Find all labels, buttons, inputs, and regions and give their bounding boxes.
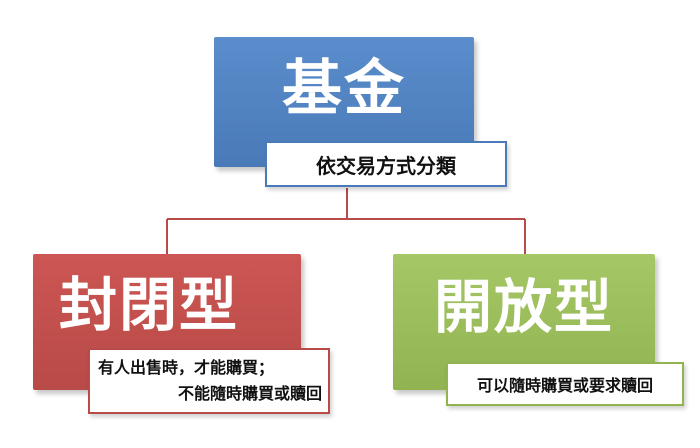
open-end-note-box: 可以隨時購買或要求贖回 [446,362,684,406]
open-end-title: 開放型 [433,273,614,341]
root-note-text: 依交易方式分類 [316,153,456,178]
open-end-note-line-1: 可以隨時購買或要求贖回 [476,376,653,395]
closed-end-note-line-1: 有人出售時，才能購買； [98,358,275,377]
closed-end-note-box: 有人出售時，才能購買； 不能隨時購買或贖回 [88,348,330,414]
closed-end-title: 封閉型 [59,271,240,339]
root-note-box: 依交易方式分類 [265,141,507,187]
root-title: 基金 [282,54,406,124]
closed-end-note-line-2: 不能隨時購買或贖回 [177,384,322,403]
